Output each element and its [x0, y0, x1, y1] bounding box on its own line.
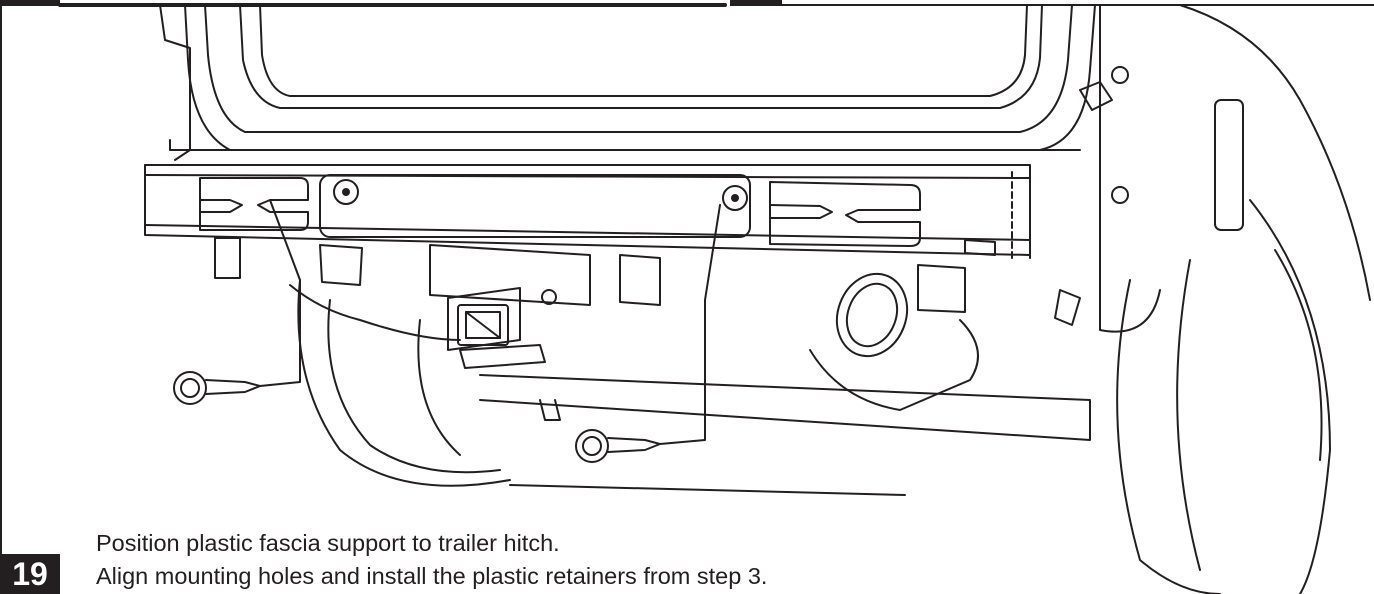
instruction-line: Position plastic fascia support to trail…	[96, 530, 560, 556]
plastic-retainer-icon	[576, 430, 608, 462]
instruction-line: Align mounting holes and install the pla…	[96, 563, 768, 589]
plastic-retainer-icon	[174, 372, 206, 404]
step-number-badge: 19	[0, 554, 60, 594]
